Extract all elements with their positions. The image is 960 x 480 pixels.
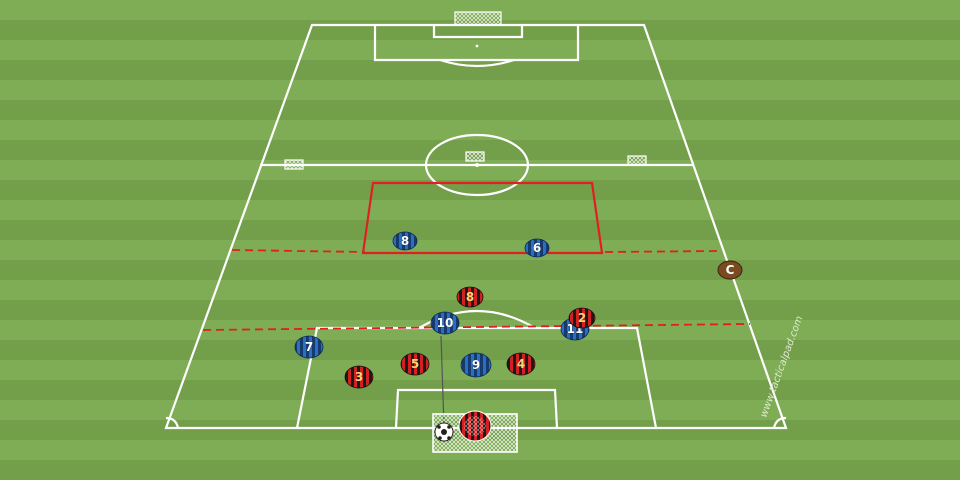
grass-stripe: [0, 80, 960, 100]
grass-stripe: [0, 240, 960, 260]
pass-line: [440, 335, 445, 427]
top-goal-area: [432, 25, 524, 39]
player-red-4[interactable]: 4: [506, 352, 536, 376]
player-red-2[interactable]: 2: [568, 307, 596, 329]
grass-stripe: [0, 100, 960, 120]
grass-stripe: [0, 160, 960, 180]
mini-goal-icon: [627, 155, 647, 166]
center-spot: [475, 163, 479, 167]
touchline-boundary: [164, 23, 788, 430]
player-red-5[interactable]: 5: [400, 352, 430, 376]
dashed-line-upper-left: [231, 249, 366, 253]
center-circle: [424, 133, 530, 197]
player-blue-9[interactable]: 9: [460, 352, 492, 378]
grass-stripe: [0, 0, 960, 20]
player-red-8[interactable]: 8: [456, 286, 484, 308]
player-number: 9: [472, 358, 480, 372]
grass-stripe: [0, 220, 960, 240]
grass-stripe: [0, 280, 960, 300]
soccer-ball-icon[interactable]: [434, 422, 454, 442]
player-number: 3: [355, 370, 363, 384]
player-blue-8[interactable]: 8: [392, 231, 418, 251]
player-blue-6[interactable]: 6: [524, 238, 550, 258]
player-number: 8: [466, 290, 474, 304]
grass-stripe: [0, 460, 960, 480]
grass-stripe: [0, 260, 960, 280]
player-blue-7[interactable]: 7: [294, 335, 324, 359]
top-penalty-spot: [475, 44, 479, 48]
dashed-line-lower: [202, 323, 751, 331]
top-penalty-box: [373, 25, 580, 62]
grass-stripe: [0, 400, 960, 420]
coach-label: C: [726, 263, 735, 277]
coach-marker[interactable]: C: [717, 260, 743, 280]
dashed-line-upper-right: [604, 250, 721, 253]
grass-stripe: [0, 200, 960, 220]
player-red-3[interactable]: 3: [344, 365, 374, 389]
player-number: 10: [437, 316, 454, 330]
grass-stripe: [0, 180, 960, 200]
player-blue-10[interactable]: 10: [430, 311, 460, 335]
mini-goal-icon: [284, 159, 304, 170]
grass-stripe: [0, 140, 960, 160]
player-number: 2: [578, 311, 586, 325]
player-number: 5: [411, 357, 419, 371]
player-number: 7: [305, 340, 313, 354]
player-number: 6: [533, 241, 541, 255]
bottom-goal-area: [394, 388, 559, 429]
top-penalty-arc: [439, 58, 515, 68]
training-zone-box: [361, 181, 604, 255]
grass-stripe: [0, 320, 960, 340]
bottom-penalty-box: [295, 326, 658, 429]
grass-stripe: [0, 340, 960, 360]
mini-goal-icon: [465, 151, 485, 162]
grass-stripe: [0, 20, 960, 40]
corner-arc-left: [165, 416, 180, 429]
player-number: 4: [517, 357, 525, 371]
field-markings: [164, 23, 788, 430]
grass-stripe: [0, 120, 960, 140]
goalkeeper-striped-icon[interactable]: [458, 410, 492, 442]
goal-net-icon: [454, 11, 502, 26]
grass-stripe: [0, 40, 960, 60]
grass-stripe: [0, 60, 960, 80]
player-number: 8: [401, 234, 409, 248]
corner-arc-right: [772, 416, 787, 429]
